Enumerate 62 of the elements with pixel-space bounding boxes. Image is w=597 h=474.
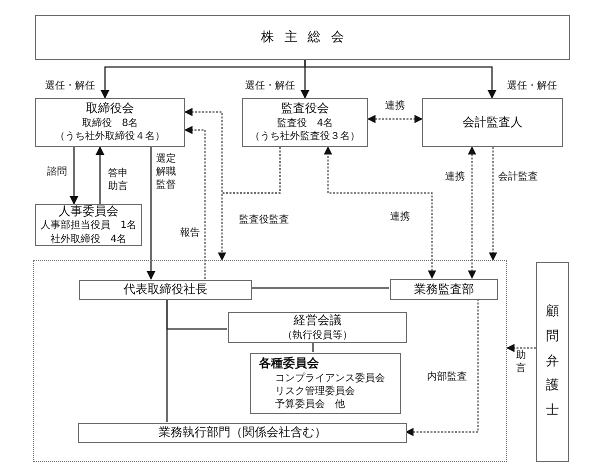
org-box (35, 15, 570, 60)
arrow (304, 60, 497, 99)
box-detail: リスク管理委員会 (274, 384, 355, 398)
connector-line (251, 287, 389, 289)
edge-label: 助言 (514, 349, 528, 375)
edge-label: 答申助言 (106, 167, 130, 193)
box-title: 顧問弁護士 (546, 303, 559, 420)
arrow (69, 147, 79, 205)
box-detail: （執行役員等） (282, 328, 352, 342)
box-detail: （うち社外取締役４名） (55, 130, 165, 144)
connector-line (166, 299, 227, 330)
arrow (324, 146, 436, 279)
org-box (250, 353, 401, 414)
arrow (367, 114, 423, 124)
box-title: 各種委員会 (259, 356, 319, 372)
org-box (228, 312, 407, 343)
org-box (536, 262, 569, 462)
edge-label: 選任・解任 (44, 80, 96, 92)
box-detail: 人事部担当役員 1名 (40, 219, 137, 233)
box-detail: （うち社外監査役３名） (250, 130, 360, 144)
org-box (390, 279, 498, 300)
box-title: 会計監査人 (462, 114, 522, 130)
arrow (146, 147, 156, 280)
edge-label: 選任・解任 (506, 80, 558, 92)
dotted-boundary (33, 260, 507, 462)
box-detail: 予算委員会 他 (274, 398, 345, 411)
edge-label: 諮問 (46, 166, 68, 178)
org-box (79, 280, 252, 300)
org-box (242, 98, 368, 147)
connector-line (312, 342, 314, 352)
edge-label: 連携 (384, 100, 406, 112)
box-title: 人事委員会 (58, 204, 118, 220)
edge-label: 連携 (444, 170, 466, 184)
box-title: 経営会議 (294, 312, 342, 329)
arrow (218, 147, 281, 261)
arrow (184, 126, 206, 279)
edge-label: 内部監査 (426, 370, 468, 384)
edge-label: 監査役監査 (238, 214, 290, 226)
arrow (95, 146, 105, 204)
box-title: 代表取締役社長 (124, 282, 208, 298)
box-detail: 監査役 4名 (276, 116, 334, 130)
org-box (78, 423, 407, 443)
org-box (35, 204, 142, 246)
box-detail: コンプライアンス委員会 (274, 372, 385, 385)
org-box (35, 98, 185, 147)
edge-label: 会計監査 (497, 170, 539, 184)
arrow (405, 299, 479, 436)
org-box (422, 98, 563, 147)
edge-label: 選任・解任 (244, 80, 296, 92)
box-detail: 取締役 8名 (82, 116, 138, 130)
box-title: 株主総会 (260, 28, 354, 47)
edge-label: 連携 (389, 210, 411, 224)
box-title: 業務監査部 (414, 282, 474, 298)
edge-label: 報告 (179, 226, 201, 240)
box-title: 監査役会 (281, 101, 329, 117)
arrow (488, 147, 498, 261)
arrow (468, 146, 476, 279)
edge-label: 選定解職監督 (154, 152, 178, 192)
box-detail: 社外取締役 4名 (50, 232, 127, 246)
box-title: 取締役会 (86, 101, 134, 117)
arrow (506, 344, 536, 352)
box-title: 業務執行部門（関係会社含む） (158, 425, 326, 441)
